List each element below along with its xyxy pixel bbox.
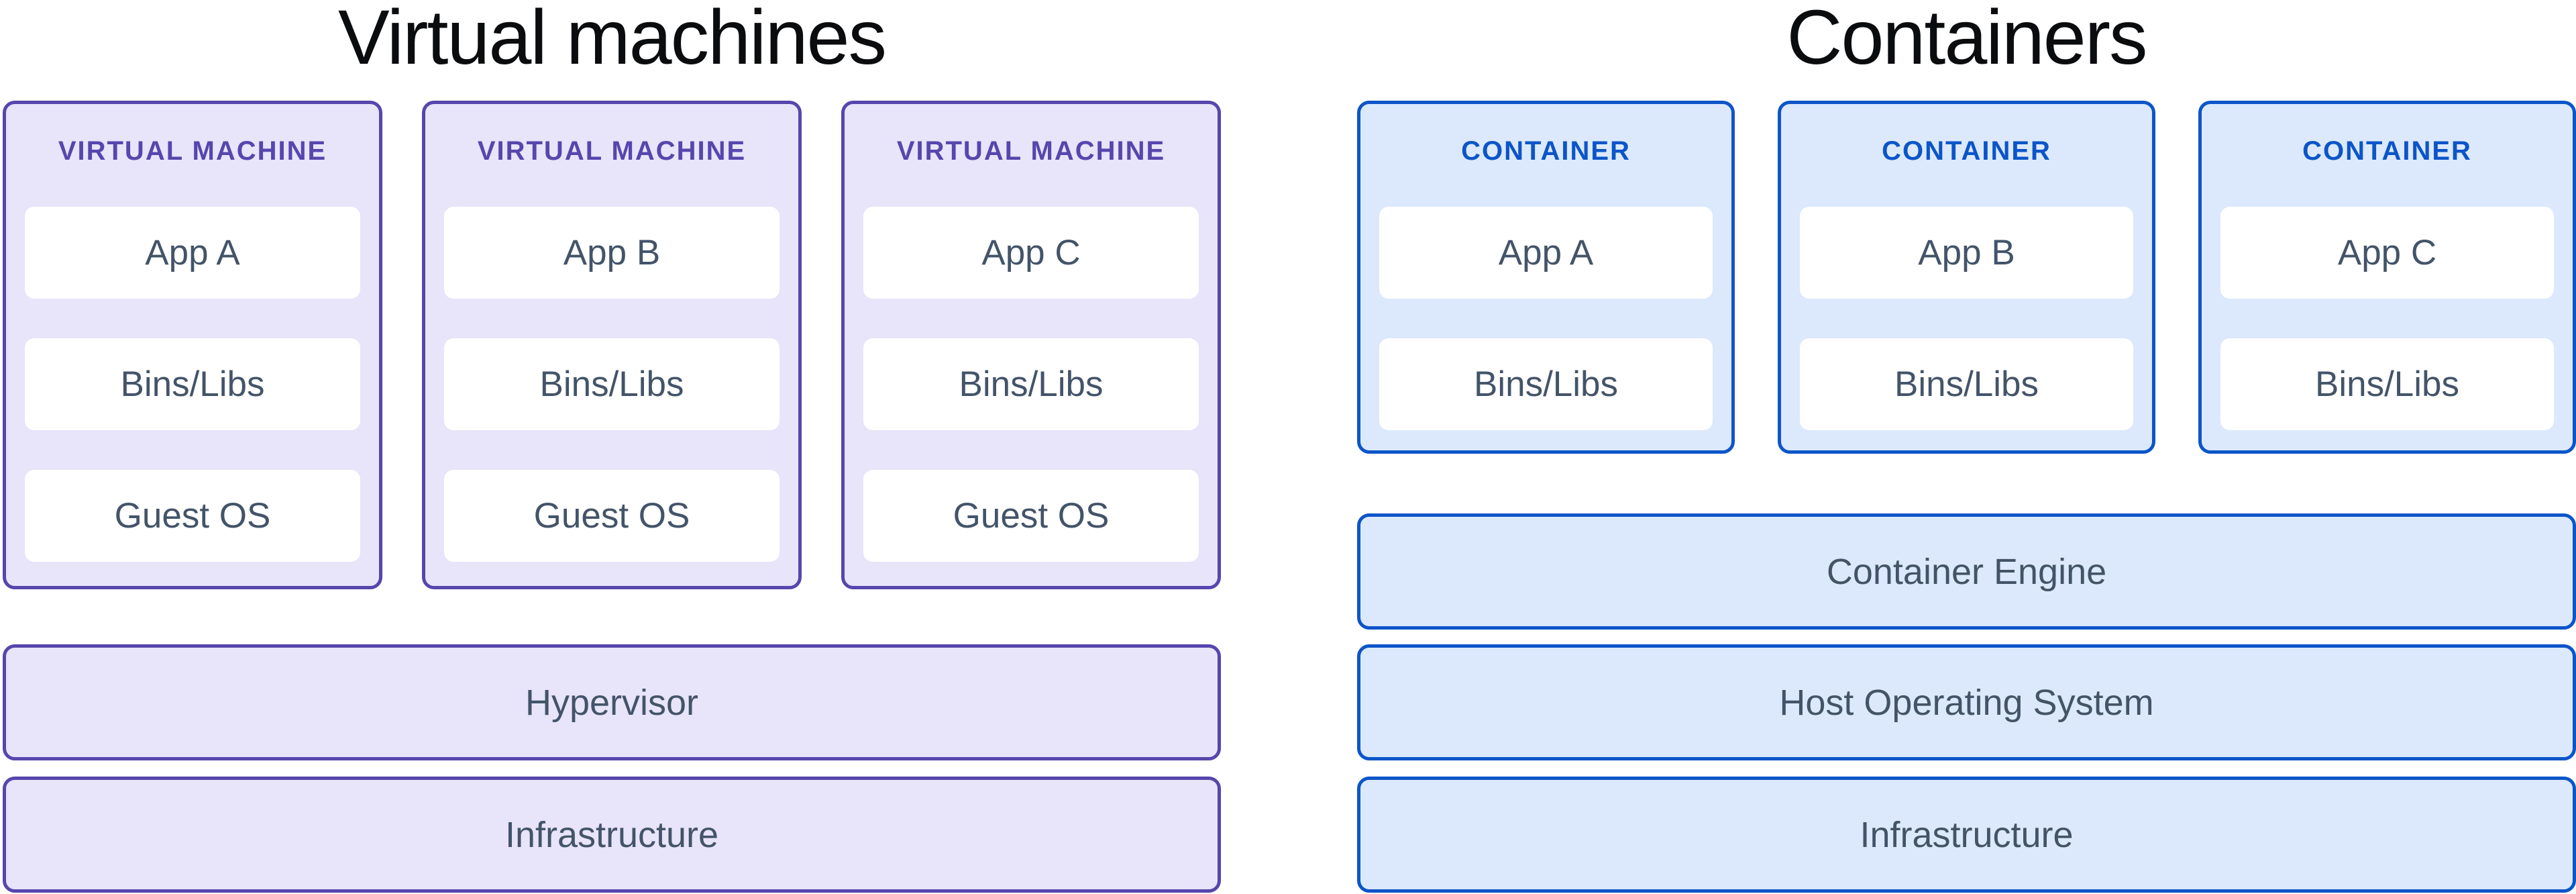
container-card-1-bins-libs-box: Bins/Libs bbox=[1379, 338, 1713, 430]
container-card-3-bins-libs-box: Bins/Libs bbox=[2220, 338, 2554, 430]
container-card-1-label: CONTAINER bbox=[1461, 136, 1631, 166]
vm-card-3-label: VIRTUAL MACHINE bbox=[896, 136, 1166, 166]
container-card-3-app-box: App C bbox=[2220, 207, 2554, 299]
vm-card-2-guest-os-box: Guest OS bbox=[444, 470, 780, 562]
container-card-1-app-box: App A bbox=[1379, 207, 1713, 299]
vm-card-1-app-box: App A bbox=[25, 207, 360, 299]
vm-card-2-bins-libs-box: Bins/Libs bbox=[444, 338, 780, 430]
vm-cards-row: VIRTUAL MACHINE App A Bins/Libs Guest OS… bbox=[3, 101, 1221, 589]
vm-card-1: VIRTUAL MACHINE App A Bins/Libs Guest OS bbox=[3, 101, 382, 589]
container-card-2-label: CONTAINER bbox=[1882, 136, 2051, 166]
infrastructure-row-left: Infrastructure bbox=[3, 777, 1221, 893]
vm-card-1-label: VIRTUAL MACHINE bbox=[58, 136, 327, 166]
container-card-3-label: CONTAINER bbox=[2302, 136, 2472, 166]
vm-card-2-label: VIRTUAL MACHINE bbox=[477, 136, 747, 166]
vm-card-3-app-box: App C bbox=[863, 207, 1199, 299]
vm-card-2-app-box: App B bbox=[444, 207, 780, 299]
container-cards-row: CONTAINER App A Bins/Libs CONTAINER App … bbox=[1357, 101, 2576, 454]
containers-column: Containers CONTAINER App A Bins/Libs CON… bbox=[1357, 0, 2576, 894]
container-card-1: CONTAINER App A Bins/Libs bbox=[1357, 101, 1735, 454]
container-card-2-app-box: App B bbox=[1800, 207, 2133, 299]
container-card-2: CONTAINER App B Bins/Libs bbox=[1778, 101, 2155, 454]
infrastructure-row-right: Infrastructure bbox=[1357, 777, 2576, 893]
vm-card-3-guest-os-box: Guest OS bbox=[863, 470, 1199, 562]
container-engine-row: Container Engine bbox=[1357, 513, 2576, 630]
host-operating-system-row: Host Operating System bbox=[1357, 644, 2576, 760]
vm-card-2: VIRTUAL MACHINE App B Bins/Libs Guest OS bbox=[422, 101, 802, 589]
container-card-2-bins-libs-box: Bins/Libs bbox=[1800, 338, 2133, 430]
virtual-machines-column: Virtual machines VIRTUAL MACHINE App A B… bbox=[3, 0, 1221, 894]
hypervisor-row: Hypervisor bbox=[3, 644, 1221, 760]
vm-card-3-bins-libs-box: Bins/Libs bbox=[863, 338, 1199, 430]
containers-title: Containers bbox=[1786, 0, 2147, 81]
vm-card-1-bins-libs-box: Bins/Libs bbox=[25, 338, 360, 430]
virtual-machines-title: Virtual machines bbox=[337, 0, 887, 81]
vm-card-3: VIRTUAL MACHINE App C Bins/Libs Guest OS bbox=[841, 101, 1221, 589]
container-card-3: CONTAINER App C Bins/Libs bbox=[2198, 101, 2576, 454]
vm-card-1-guest-os-box: Guest OS bbox=[25, 470, 360, 562]
